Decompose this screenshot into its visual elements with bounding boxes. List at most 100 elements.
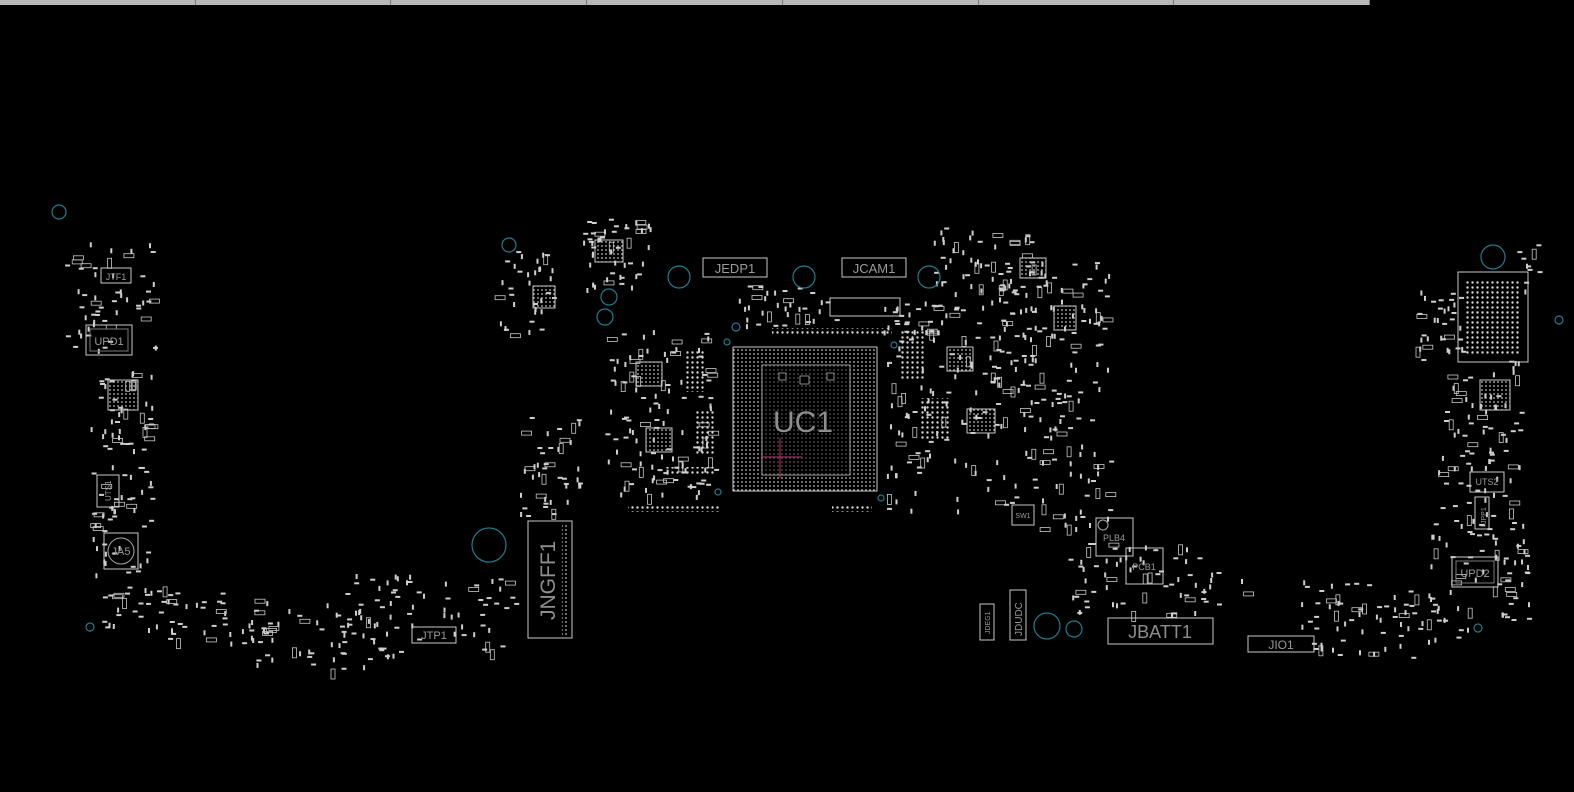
mount-hole <box>85 622 95 632</box>
smd-part <box>1217 603 1222 606</box>
smd-part <box>1002 321 1014 326</box>
cpu-uc1[interactable]: UC1 <box>732 346 878 492</box>
smd-part <box>933 337 935 343</box>
smd-part <box>746 317 749 323</box>
smd-part <box>916 466 922 469</box>
pad-strip-outline <box>829 297 901 317</box>
smd-part <box>978 284 984 296</box>
pad-strip <box>832 504 872 512</box>
smd-part <box>307 655 313 658</box>
connector-jcam1[interactable]: JCAM1 <box>841 257 907 278</box>
connector-jdeg1[interactable]: JDEG1 <box>979 603 995 641</box>
smd-part <box>578 483 581 489</box>
smd-part <box>1079 452 1082 457</box>
smd-part <box>918 321 930 327</box>
qfn-chip <box>946 346 974 372</box>
part-pcb1[interactable]: PCB1 <box>1125 547 1164 585</box>
smd-part <box>1436 619 1442 622</box>
connector-jtp1[interactable]: JTP1 <box>411 626 457 644</box>
smd-part <box>820 300 823 306</box>
toolbar-segment[interactable] <box>1174 0 1371 5</box>
smd-part <box>639 451 642 457</box>
smd-part <box>1060 287 1063 293</box>
smd-part <box>1443 617 1446 623</box>
connector-jtf1[interactable]: JTF1 <box>100 267 132 284</box>
smd-part <box>708 457 713 469</box>
qfn-chip <box>107 379 139 411</box>
inductor-plb4[interactable]: PLB4 <box>1095 517 1134 557</box>
connector-jngff1[interactable]: JNGFF1 <box>527 520 573 639</box>
smd-part <box>591 246 597 249</box>
smd-part <box>1466 501 1472 504</box>
smd-part <box>542 252 545 258</box>
smd-part <box>91 472 97 475</box>
jcam1-label: JCAM1 <box>853 261 896 276</box>
smd-part <box>1522 523 1525 529</box>
smd-part <box>127 498 133 501</box>
connector-jio1[interactable]: JIO1 <box>1247 635 1315 653</box>
smd-part <box>120 408 123 414</box>
toolbar-segment[interactable] <box>0 0 196 5</box>
mount-hole <box>471 527 507 563</box>
smd-part <box>354 582 360 585</box>
smd-part <box>1006 270 1012 273</box>
smd-part <box>982 372 988 375</box>
smd-part <box>102 434 105 440</box>
chip-upd2[interactable]: UPD2 <box>1451 556 1499 588</box>
smd-part <box>583 240 586 246</box>
connector-jpp1[interactable]: JPP1 <box>1474 496 1490 530</box>
smd-part <box>1071 332 1077 334</box>
smd-part <box>1063 513 1066 519</box>
toolbar-segment[interactable] <box>783 0 979 5</box>
chip-upd1[interactable]: UPD1 <box>85 324 133 356</box>
smd-part <box>215 609 227 614</box>
smd-part <box>1128 546 1131 552</box>
smd-part <box>1403 603 1409 606</box>
smd-part <box>1438 299 1444 302</box>
chip-uts2[interactable]: UTS2 <box>1469 471 1505 493</box>
connector-ja5[interactable]: JA5 <box>103 532 139 570</box>
smd-part <box>954 458 957 464</box>
smd-part <box>1090 543 1096 545</box>
toolbar-segment[interactable] <box>391 0 588 5</box>
smd-part <box>1052 428 1058 431</box>
connector-jbatt1[interactable]: JBATT1 <box>1107 617 1214 645</box>
switch-sw1[interactable]: SW1 <box>1011 504 1035 526</box>
connector-jdudc[interactable]: JDUDC <box>1009 589 1027 641</box>
smd-part <box>1034 307 1037 313</box>
smd-part <box>904 323 910 326</box>
toolbar-segment[interactable] <box>979 0 1175 5</box>
smd-part <box>746 324 748 330</box>
smd-part <box>417 638 423 641</box>
smd-part <box>1079 509 1082 515</box>
viewer-toolbar-strip[interactable] <box>0 0 1371 5</box>
smd-part <box>1502 613 1508 616</box>
smd-part <box>587 238 593 241</box>
smd-part <box>549 499 552 505</box>
connector-right-top[interactable] <box>1457 271 1529 363</box>
smd-part <box>638 466 644 478</box>
smd-part <box>603 280 615 286</box>
toolbar-segment[interactable] <box>587 0 783 5</box>
smd-part <box>1034 325 1037 331</box>
connector-jedp1[interactable]: JEDP1 <box>702 257 768 278</box>
smd-part <box>1407 626 1410 632</box>
smd-part <box>1447 466 1459 472</box>
smd-part <box>1485 512 1488 518</box>
smd-part <box>1108 509 1114 512</box>
smd-part <box>666 409 669 415</box>
smd-part <box>1108 273 1111 279</box>
smd-part <box>901 392 906 404</box>
smd-part <box>1531 248 1537 260</box>
smd-part <box>1186 547 1188 553</box>
smd-part <box>1197 557 1203 560</box>
smd-part <box>149 243 151 249</box>
toolbar-segment[interactable] <box>196 0 392 5</box>
smd-part <box>654 419 660 421</box>
smd-part <box>751 295 763 300</box>
smd-part <box>619 274 622 280</box>
chip-uts1[interactable]: UTS1 <box>96 474 120 508</box>
smd-part <box>886 473 889 479</box>
smd-part <box>79 306 85 309</box>
